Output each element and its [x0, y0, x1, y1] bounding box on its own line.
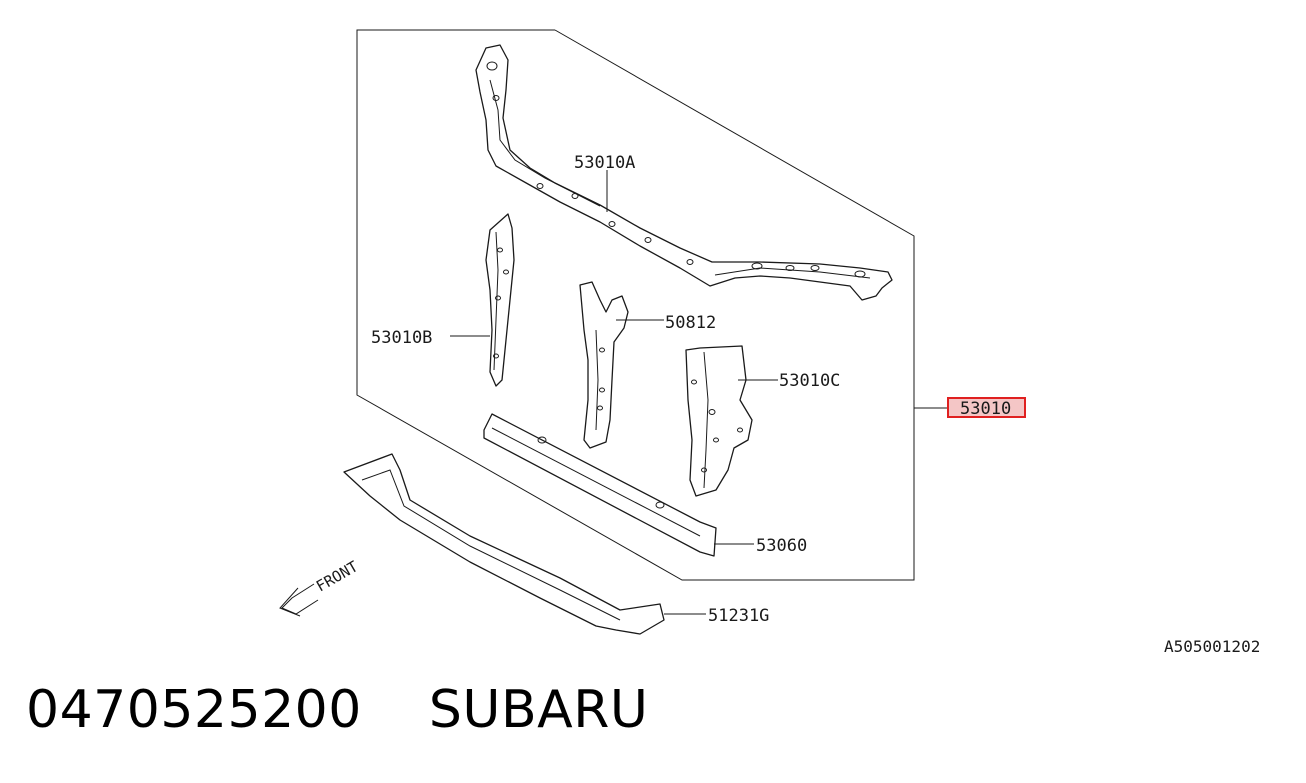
part-50812-drawing	[579, 281, 629, 449]
part-53010b-drawing	[485, 213, 515, 387]
assembly-boundary	[356, 29, 915, 581]
callout-53010a[interactable]: 53010A	[574, 153, 635, 173]
front-direction-label: FRONT	[313, 557, 361, 595]
part-number: 0470525200	[26, 680, 362, 740]
callout-53010b[interactable]: 53010B	[371, 328, 432, 348]
callout-53060[interactable]: 53060	[756, 536, 807, 556]
brand-name: SUBARU	[428, 680, 649, 740]
callout-51231g[interactable]: 51231G	[708, 606, 769, 626]
footer: 0470525200 SUBARU	[26, 680, 648, 740]
leader-lines	[450, 170, 950, 615]
callout-53010c[interactable]: 53010C	[779, 371, 840, 391]
part-51231g-drawing	[343, 453, 665, 635]
part-53060-drawing	[483, 413, 717, 557]
callout-53010-highlight-box	[947, 397, 1026, 418]
image-code: A505001202	[1164, 637, 1260, 656]
callout-50812[interactable]: 50812	[665, 313, 716, 333]
callout-53010[interactable]: 53010	[960, 399, 1011, 419]
front-direction-arrow: FRONT	[279, 557, 361, 617]
part-53010c-drawing	[685, 345, 753, 497]
part-53010a-drawing	[475, 44, 893, 301]
